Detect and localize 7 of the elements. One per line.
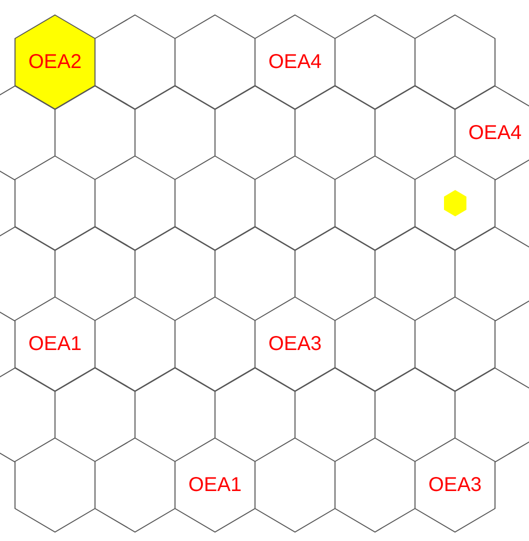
area-label: OEA3	[268, 333, 322, 355]
area-label: OEA2	[28, 51, 82, 73]
area-label: OEA1	[28, 333, 82, 355]
area-label: OEA4	[468, 122, 522, 144]
area-label: OEA4	[268, 51, 322, 73]
area-label: OEA3	[428, 474, 482, 496]
area-label: OEA1	[188, 474, 242, 496]
